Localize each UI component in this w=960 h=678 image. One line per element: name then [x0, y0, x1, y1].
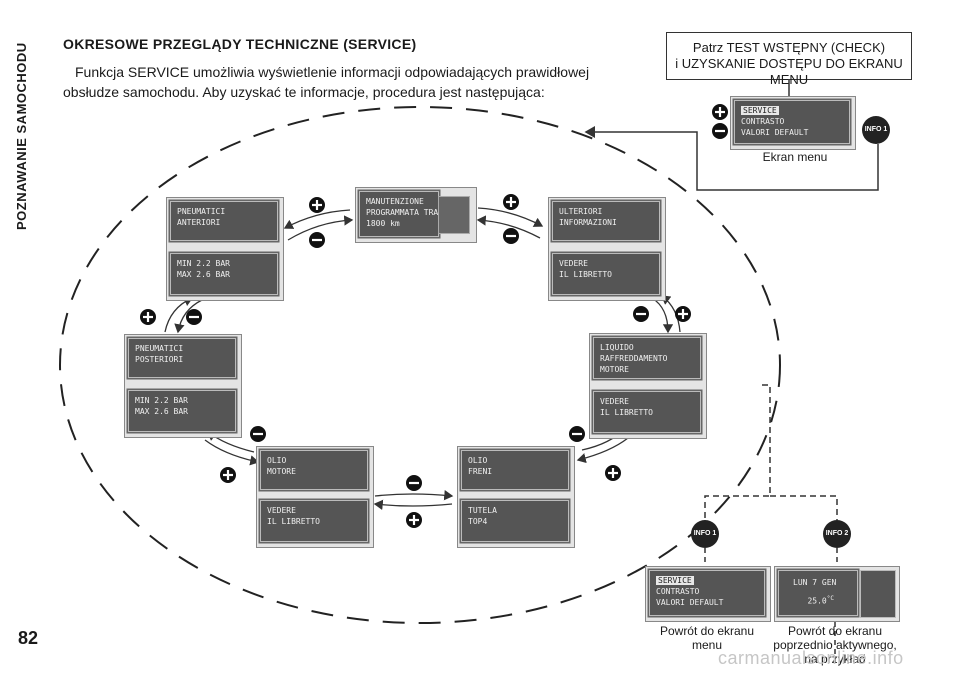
arrow-top-left-b [287, 215, 354, 241]
arrow-left-a [174, 299, 203, 334]
arrow-top-right-b [476, 215, 541, 239]
info2-bottom-button[interactable]: INFO 2 [823, 520, 851, 548]
loop-ellipse [59, 106, 781, 624]
page-title: OKRESOWE PRZEGLĄDY TECHNICZNE (SERVICE) [63, 36, 417, 52]
info1-return-line [584, 126, 879, 191]
arrow-bottom-right-a [576, 437, 629, 464]
arrow-bottom-b [373, 499, 453, 511]
arrow-top-right-a [477, 207, 544, 227]
menu-display: SERVICE CONTRASTO VALORI DEFAULT [734, 100, 850, 144]
arrow-bottom-a [374, 490, 454, 501]
intro-paragraph: Funkcja SERVICE umożliwia wyświetlenie i… [63, 64, 590, 100]
check-line-2: i UZYSKANIE DOSTĘPU DO EKRANU MENU [675, 56, 903, 87]
menu-line-3: VALORI DEFAULT [741, 128, 809, 137]
menu-line-2: CONTRASTO [741, 117, 785, 126]
arrow-right-a [651, 297, 674, 334]
info1-bottom-button[interactable]: INFO 1 [691, 520, 719, 548]
arrow-bottom-left-a [204, 439, 260, 466]
watermark: carmanualsonline.info [718, 648, 904, 668]
info1-button[interactable]: INFO 1 [862, 116, 890, 144]
wrench-car-icon [438, 196, 470, 234]
info-branch-line [704, 384, 771, 520]
menu-caption: Ekran menu [762, 150, 828, 164]
arrow-top-left-a [283, 209, 351, 229]
info2-branch-line [770, 495, 838, 520]
manutenzione-display: MANUTENZIONE PROGRAMMATA TRA 1800 km [359, 191, 439, 237]
check-instruction-box: Patrz TEST WSTĘPNY (CHECK) i UZYSKANIE D… [666, 32, 912, 87]
menu-selected: SERVICE [741, 106, 779, 115]
page-number: 82 [18, 628, 39, 648]
check-line-1: Patrz TEST WSTĘPNY (CHECK) [692, 40, 886, 55]
